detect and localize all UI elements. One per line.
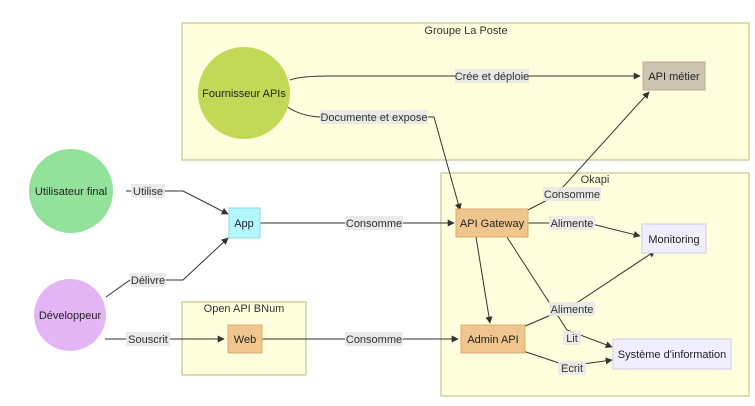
edge-label-lit: Lit: [566, 333, 578, 345]
cluster-title-okapi: Okapi: [581, 174, 610, 186]
node-monitoring[interactable]: Monitoring: [641, 223, 707, 254]
edge-label-consomme-web: Consomme: [346, 334, 402, 346]
node-label-api-metier: API métier: [648, 71, 700, 83]
edge-label-documente-expose: Documente et expose: [320, 112, 427, 124]
node-app[interactable]: App: [228, 207, 261, 239]
node-label-app: App: [234, 218, 254, 230]
edge-label-consomme-metier: Consomme: [544, 189, 600, 201]
edge-label-utilise: Utilise: [133, 186, 163, 198]
node-label-systeme: Système d'information: [618, 349, 726, 361]
node-developpeur[interactable]: Développeur: [34, 279, 106, 351]
node-web[interactable]: Web: [227, 324, 263, 354]
node-label-web: Web: [234, 334, 256, 346]
edge-label-alimente-gateway: Alimente: [551, 218, 594, 230]
edge-gateway-admin: [475, 236, 493, 324]
cluster-title-la-poste: Groupe La Poste: [424, 25, 507, 37]
node-fournisseur-apis[interactable]: Fournisseur APIs: [198, 47, 290, 139]
node-label-api-gateway: API Gateway: [460, 218, 525, 230]
edge-labels: Crée et déploie Documente et expose Util…: [126, 69, 601, 375]
node-utilisateur-final[interactable]: Utilisateur final: [29, 149, 113, 233]
edge-delivre: [105, 237, 229, 298]
node-label-admin-api: Admin API: [467, 334, 518, 346]
node-label-fournisseur: Fournisseur APIs: [202, 88, 286, 100]
node-label-utilisateur: Utilisateur final: [35, 186, 107, 198]
node-api-gateway[interactable]: API Gateway: [455, 208, 529, 238]
edge-lit: [502, 230, 613, 349]
edge-cree-deploie: [289, 72, 641, 81]
node-systeme-information[interactable]: Système d'information: [612, 338, 732, 370]
edge-label-cree-deploie: Crée et déploie: [455, 71, 530, 83]
node-label-monitoring: Monitoring: [648, 234, 699, 246]
node-label-developpeur: Développeur: [39, 310, 102, 322]
edge-label-ecrit: Ecrit: [561, 363, 583, 375]
node-api-metier[interactable]: API métier: [642, 61, 706, 91]
edge-label-alimente-admin: Alimente: [551, 304, 594, 316]
edge-label-souscrit: Souscrit: [128, 334, 168, 346]
node-admin-api[interactable]: Admin API: [460, 324, 526, 354]
edge-label-consomme-app: Consomme: [346, 218, 402, 230]
cluster-title-open-api: Open API BNum: [204, 303, 285, 315]
edge-label-delivre: Délivre: [131, 275, 165, 287]
